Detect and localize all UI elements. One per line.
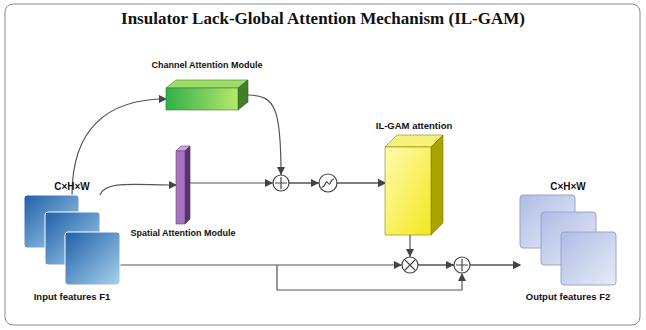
- add-symbol: [273, 175, 289, 191]
- node-label: Channel Attention Module: [151, 60, 262, 70]
- cube-shape: [385, 135, 443, 235]
- input-feature-stack: C×H×WInput features F1: [24, 195, 120, 285]
- output-shape: [520, 195, 616, 285]
- node-label: C×H×W: [550, 181, 586, 192]
- channel-attention-box: Channel Attention Module: [166, 80, 248, 110]
- connector: [72, 99, 166, 195]
- node-label: C×H×W: [54, 181, 90, 192]
- outer-frame: [5, 4, 640, 325]
- node-label: Input features F1: [34, 291, 111, 302]
- multiply-symbol: [402, 257, 418, 273]
- spatial-shape: [176, 146, 190, 224]
- diagram-title: Insulator Lack-Global Attention Mechanis…: [0, 9, 646, 29]
- input-shape: [24, 195, 120, 285]
- node-label: Output features F2: [526, 291, 610, 302]
- add-symbol: [454, 257, 470, 273]
- connector: [248, 95, 385, 183]
- il-gam-attention-cube: IL-GAM attention: [385, 135, 443, 235]
- output-feature-stack: C×H×WOutput features F2: [520, 195, 616, 285]
- connector: [100, 184, 176, 195]
- spatial-attention-bar: Spatial Attention Module: [176, 146, 190, 224]
- residual-line: [277, 265, 462, 290]
- channel-shape: [166, 80, 248, 110]
- sigmoid-symbol: [319, 174, 337, 192]
- node-label: IL-GAM attention: [376, 120, 453, 131]
- node-label: Spatial Attention Module: [130, 228, 235, 238]
